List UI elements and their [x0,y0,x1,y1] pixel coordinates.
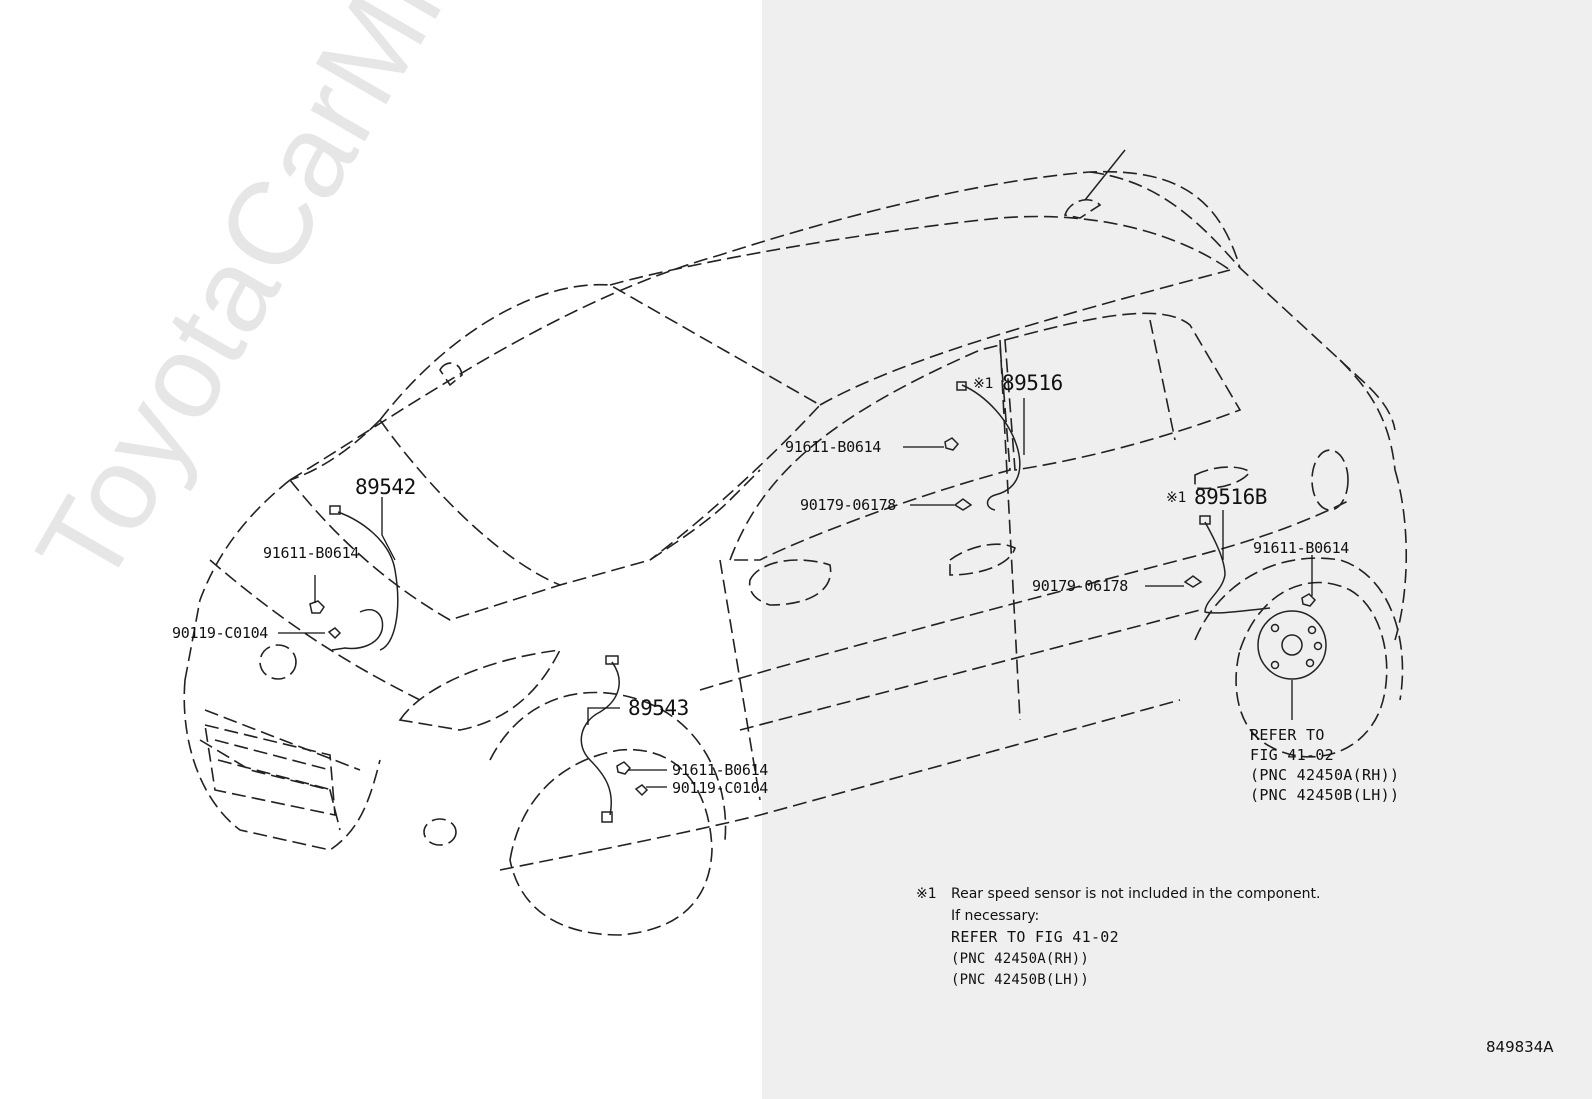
note-mark-89516b: ※1 [1166,490,1187,506]
callout-screw-fr[interactable]: 90119-C0104 [672,779,769,797]
footnote-line-4: (PNC 42450A(RH)) [951,951,1090,967]
callout-screw-fl[interactable]: 90119-C0104 [172,624,269,642]
shaded-panel [762,0,1592,1099]
sensor-89543-wire [580,655,620,823]
callout-clamp-rear-upper[interactable]: 90179-06178 [800,496,897,514]
refer-line-3: (PNC 42450A(RH)) [1250,766,1400,784]
footnote-mark: ※1 [916,886,937,902]
sensor-89542-wire [329,505,399,651]
footnote-line-3: REFER TO FIG 41-02 [951,928,1119,946]
car-body-outline [183,149,1408,936]
callout-bolt-rear-lower[interactable]: 91611-B0614 [1253,539,1350,557]
refer-line-2: FIG 41-02 [1250,746,1334,764]
diagram-id: 849834A [1486,1038,1554,1056]
callout-89542[interactable]: 89542 [355,475,416,499]
callout-clamp-rear-lower[interactable]: 90179-06178 [1032,577,1129,595]
footnote-line-5: (PNC 42450B(LH)) [951,972,1090,988]
rear-hub-icon [1257,610,1327,680]
clamp-icon [953,498,1203,588]
sensor-89516b-wire [1199,515,1271,614]
callout-bolt-fl[interactable]: 91611-B0614 [263,544,360,562]
callout-bolt-fr[interactable]: 91611-B0614 [672,761,769,779]
footnote-line-1: Rear speed sensor is not included in the… [951,886,1321,902]
leader-lines [278,398,1313,788]
sensor-89516-wire [956,381,1021,511]
refer-line-1: REFER TO [1250,726,1325,744]
callout-89516b[interactable]: 89516B [1194,485,1267,509]
note-mark-89516: ※1 [973,376,994,392]
footnote-line-2: If necessary: [951,908,1040,924]
callout-89543[interactable]: 89543 [628,696,689,720]
callout-89516[interactable]: 89516 [1002,371,1063,395]
refer-line-4: (PNC 42450B(LH)) [1250,786,1400,804]
callout-bolt-rear-upper[interactable]: 91611-B0614 [785,438,882,456]
bolt-icon [309,437,1317,797]
